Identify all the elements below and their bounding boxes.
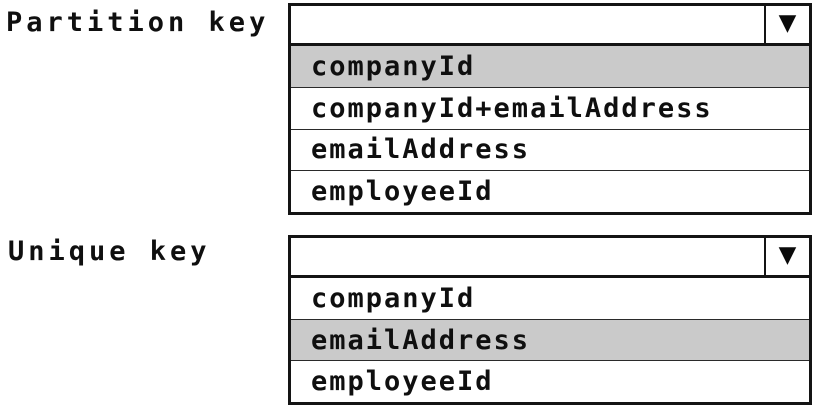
dropdown-option[interactable]: emailAddress: [291, 128, 809, 171]
unique-key-dropdown: ▼ companyId emailAddress employeeId: [288, 235, 812, 405]
chevron-down-icon: ▼: [778, 242, 797, 268]
unique-key-label: Unique key: [8, 236, 211, 267]
dropdown-option[interactable]: employeeId: [291, 170, 809, 212]
dropdown-option[interactable]: companyId: [311, 282, 476, 314]
unique-key-options-list: companyId emailAddress employeeId: [291, 278, 809, 402]
partition-key-dropdown-button[interactable]: ▼: [764, 6, 809, 43]
dropdown-option[interactable]: employeeId: [291, 360, 809, 402]
partition-key-options-list: companyId companyId+emailAddress emailAd…: [291, 46, 809, 212]
partition-key-select[interactable]: ▼: [291, 6, 809, 46]
partition-key-label: Partition key: [6, 7, 270, 38]
partition-key-dropdown: ▼ companyId companyId+emailAddress email…: [288, 3, 812, 215]
dropdown-option[interactable]: companyId+emailAddress: [291, 86, 809, 129]
dropdown-option[interactable]: emailAddress: [291, 318, 809, 361]
unique-key-select[interactable]: ▼: [291, 238, 809, 278]
dropdown-option[interactable]: companyId: [291, 46, 809, 87]
chevron-down-icon: ▼: [778, 10, 797, 36]
unique-key-dropdown-button[interactable]: ▼: [764, 238, 809, 275]
